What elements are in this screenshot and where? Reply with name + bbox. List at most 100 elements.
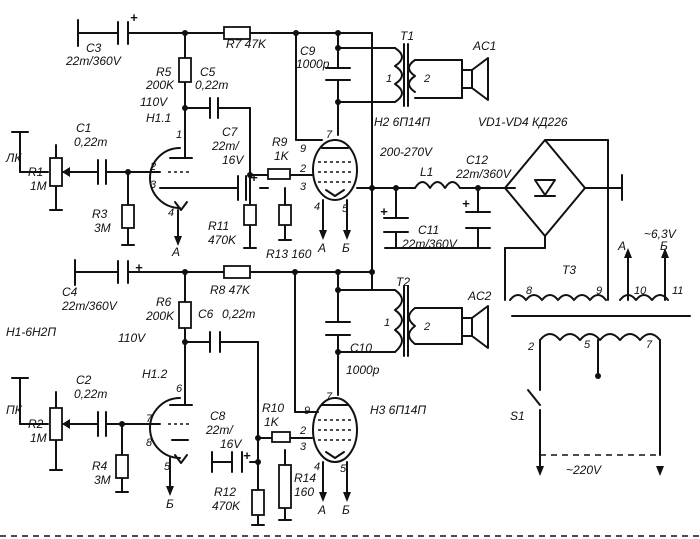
c9-ref: C9 <box>300 44 316 58</box>
c6-ref: C6 <box>198 307 214 321</box>
svg-text:7: 7 <box>646 339 653 351</box>
r1-symbol <box>49 157 63 187</box>
c11-ref: C11 <box>418 223 439 237</box>
r2-ref: R2 <box>28 417 44 431</box>
c3-ref: C3 <box>86 41 102 55</box>
r12-ref: R12 <box>214 485 236 499</box>
c9-symbol <box>325 67 351 81</box>
c2-ref: C2 <box>76 373 92 387</box>
svg-text:4: 4 <box>314 201 320 213</box>
h1-2-ref: H1.2 <box>142 367 168 381</box>
svg-text:+: + <box>462 196 470 211</box>
ground-symbols <box>11 131 292 526</box>
lk-label: ЛК <box>5 151 22 165</box>
c5-ref: C5 <box>200 65 216 79</box>
r14-value: 160 <box>294 485 314 499</box>
svg-text:3: 3 <box>150 179 157 191</box>
r13-symbol <box>278 204 292 226</box>
r7-ref: R7 47K <box>226 37 267 51</box>
svg-text:6: 6 <box>176 383 183 395</box>
label-b-2: Б <box>166 497 174 511</box>
c7-value: 22m/ <box>211 139 240 153</box>
vd-ref: VD1-VD4 КД226 <box>478 115 568 129</box>
t1-symbol <box>394 43 416 107</box>
c12-ref: C12 <box>466 153 488 167</box>
label-a-2: А <box>317 241 326 255</box>
ac2-ref: AC2 <box>467 289 492 303</box>
v220: ~220V <box>566 463 602 477</box>
v110-bottom: 110V <box>118 331 146 345</box>
svg-text:9: 9 <box>304 405 310 417</box>
c11-value: 22m/360V <box>401 237 458 251</box>
ac1-ref: AC1 <box>472 39 496 53</box>
label-a-3: А <box>317 503 326 517</box>
svg-text:9: 9 <box>596 285 602 297</box>
r8-symbol <box>223 265 251 279</box>
svg-text:5: 5 <box>342 203 349 215</box>
h1-1-tube <box>149 139 193 211</box>
r14-symbol <box>278 464 292 509</box>
t2-ref: T2 <box>396 275 410 289</box>
r6-ref: R6 <box>156 295 172 309</box>
r12-symbol <box>251 489 265 516</box>
svg-text:5: 5 <box>584 339 591 351</box>
c1-ref: C1 <box>76 121 91 135</box>
c2-value: 0,22m <box>74 387 107 401</box>
c7-symbol <box>237 175 247 201</box>
label-a-1: А <box>171 245 180 259</box>
r11-symbol <box>243 204 257 226</box>
svg-text:+: + <box>130 10 138 25</box>
s1-ref: S1 <box>510 409 525 423</box>
c4-value: 22m/360V <box>61 299 118 313</box>
c3-value: 22m/360V <box>65 54 122 68</box>
c7-voltage: 16V <box>222 153 244 167</box>
pk-label: ПК <box>6 403 23 417</box>
ac2-speaker-icon <box>461 305 489 349</box>
r8-ref: R8 47K <box>210 283 251 297</box>
svg-text:2: 2 <box>299 425 306 437</box>
svg-text:3: 3 <box>300 441 307 453</box>
v6-3: ~6,3V <box>644 227 677 241</box>
junction-dots <box>119 30 481 465</box>
c11-symbol <box>383 217 409 233</box>
r1-ref: R1 <box>28 165 43 179</box>
r13-ref: R13 160 <box>266 247 312 261</box>
svg-text:+: + <box>135 260 143 275</box>
svg-text:+: + <box>243 448 251 463</box>
c10-value: 1000p <box>346 363 380 377</box>
c4-ref: C4 <box>62 285 78 299</box>
svg-text:+: + <box>380 204 388 219</box>
c7-ref: C7 <box>222 125 239 139</box>
c9-value: 1000p <box>296 57 330 71</box>
r3-ref: R3 <box>92 207 108 221</box>
h2-ref: H2 6П14П <box>374 115 430 129</box>
r9-value: 1K <box>274 149 290 163</box>
v200-270: 200-270V <box>379 145 433 159</box>
h1-2-tube <box>149 384 193 464</box>
r3-symbol <box>121 204 135 229</box>
svg-text:5: 5 <box>164 461 171 473</box>
svg-text:7: 7 <box>326 129 333 141</box>
r6-symbol <box>178 301 192 329</box>
r2-value: 1M <box>30 431 47 445</box>
r10-value: 1K <box>264 415 280 429</box>
r1-value: 1M <box>30 179 47 193</box>
r10-symbol <box>271 431 291 443</box>
svg-text:7: 7 <box>146 413 153 425</box>
svg-text:10: 10 <box>634 285 647 297</box>
c8-symbol <box>231 451 243 473</box>
polarity-marks: + + + + + + <box>130 10 470 463</box>
svg-text:8: 8 <box>146 437 153 449</box>
r11-ref: R11 <box>208 219 229 233</box>
c4-symbol <box>117 260 129 284</box>
c8-ref: C8 <box>210 409 226 423</box>
h3-ref: H3 6П14П <box>370 403 426 417</box>
label-b-3: Б <box>342 503 350 517</box>
r11-value: 470K <box>208 233 237 247</box>
svg-text:2: 2 <box>149 161 156 173</box>
h1-type-ref: H1-6H2П <box>6 325 56 339</box>
c3-symbol <box>117 21 129 45</box>
r7-symbol <box>223 26 251 40</box>
filament-arrows <box>166 199 351 502</box>
svg-text:2: 2 <box>423 321 430 333</box>
